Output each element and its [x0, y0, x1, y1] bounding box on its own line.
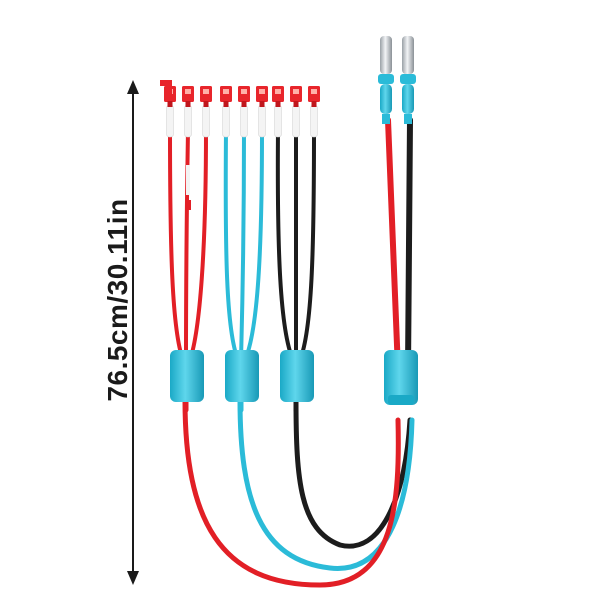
dimension-label: 76.5cm/30.11in	[102, 198, 133, 402]
clip-terminal-3	[200, 86, 212, 138]
clip-terminal-8	[290, 86, 302, 138]
clip-terminal-6	[256, 86, 268, 138]
clip-terminal-5	[238, 86, 250, 138]
blue-wire-1	[223, 128, 240, 362]
black-wire-3	[298, 128, 316, 362]
clip-terminals	[160, 80, 320, 138]
clip-terminal-4	[220, 86, 232, 138]
right-black-wire	[405, 117, 413, 373]
red-wire-2	[184, 128, 190, 362]
sleeve-black-group	[280, 350, 314, 402]
pin-connectors	[378, 36, 416, 124]
blue-cable-loop	[237, 397, 415, 571]
clip-terminal-9	[308, 86, 320, 138]
blue-wire-2	[239, 128, 246, 362]
blue-wire-3	[243, 128, 264, 362]
red-cable-loop	[182, 397, 401, 588]
sleeve-red-group	[170, 350, 204, 402]
sleeve-blue-group	[225, 350, 259, 402]
pin-left	[380, 36, 392, 74]
clip-terminal-hook	[160, 80, 172, 98]
clip-terminal-2	[182, 86, 194, 138]
pin-right	[402, 36, 414, 74]
dimension-arrow	[127, 80, 139, 585]
black-cable-loop	[293, 397, 413, 549]
black-wire-1	[275, 128, 295, 362]
fanout-sleeves	[170, 350, 314, 402]
right-red-wire	[385, 117, 401, 373]
clip-terminal-7	[272, 86, 284, 138]
red-wire-1	[168, 128, 185, 362]
red-wire-3	[188, 128, 208, 362]
right-sleeve	[384, 350, 418, 405]
